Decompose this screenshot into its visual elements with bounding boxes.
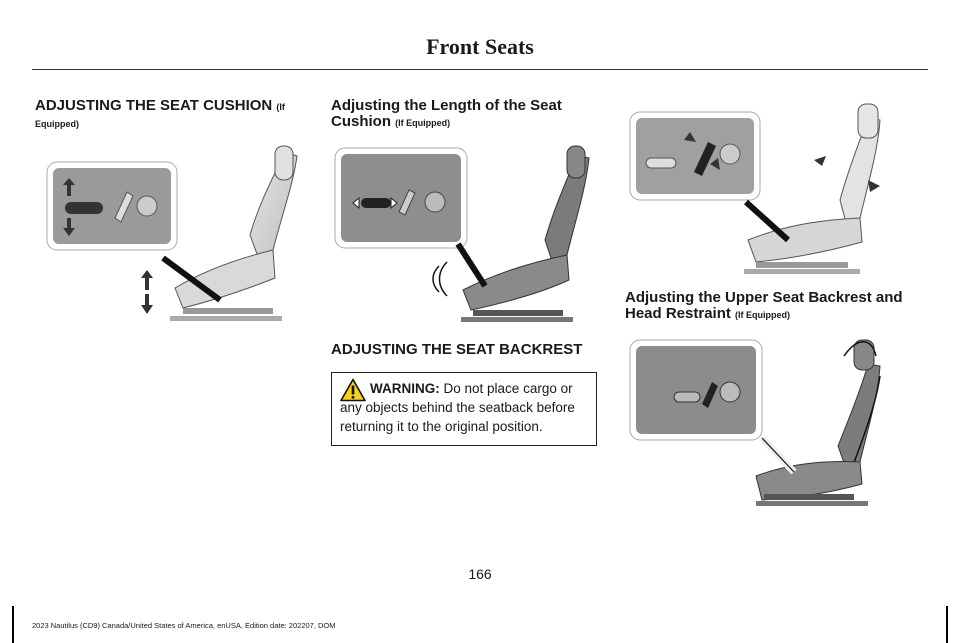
upper-backrest-head-restraint-illustration bbox=[629, 339, 881, 506]
upper-heading: Adjusting the Upper Seat Backrest and He… bbox=[625, 290, 915, 323]
upper-heading-line1: Adjusting the Upper Seat Backrest and bbox=[625, 289, 903, 306]
upper-heading-note: (If Equipped) bbox=[735, 310, 791, 320]
cushion-heading-text: ADJUSTING THE SEAT CUSHION bbox=[35, 97, 273, 114]
cushion-heading: ADJUSTING THE SEAT CUSHION (If Equipped) bbox=[35, 98, 295, 132]
warning-triangle-icon bbox=[340, 378, 366, 402]
warning-paragraph: WARNING: Do not place cargo or any objec… bbox=[340, 379, 588, 436]
warning-text: Do not place cargo or any objects behind… bbox=[340, 381, 575, 434]
header-rule bbox=[32, 69, 928, 70]
warning-box: WARNING: Do not place cargo or any objec… bbox=[331, 372, 597, 446]
length-heading-note: (If Equipped) bbox=[395, 118, 451, 128]
warning-label: WARNING: bbox=[370, 381, 440, 396]
length-heading: Adjusting the Length of the Seat Cushion… bbox=[331, 98, 601, 131]
length-heading-line1: Adjusting the Length of the Seat bbox=[331, 97, 562, 114]
seat-cushion-length-illustration bbox=[334, 145, 590, 322]
upper-heading-line2: Head Restraint bbox=[625, 305, 731, 322]
seat-cushion-tilt-illustration bbox=[46, 145, 298, 321]
seat-backrest-recline-illustration bbox=[629, 103, 881, 274]
footer-text: 2023 Nautilus (CD9) Canada/United States… bbox=[32, 621, 336, 630]
length-heading-line2: Cushion bbox=[331, 113, 391, 130]
page-header-title: Front Seats bbox=[426, 34, 534, 59]
cushion-heading-note: (If Equipped) bbox=[35, 102, 285, 129]
crop-mark-right bbox=[946, 606, 948, 643]
backrest-heading: ADJUSTING THE SEAT BACKREST bbox=[331, 341, 583, 358]
page-number: 166 bbox=[468, 566, 492, 582]
crop-mark-left bbox=[12, 606, 14, 643]
